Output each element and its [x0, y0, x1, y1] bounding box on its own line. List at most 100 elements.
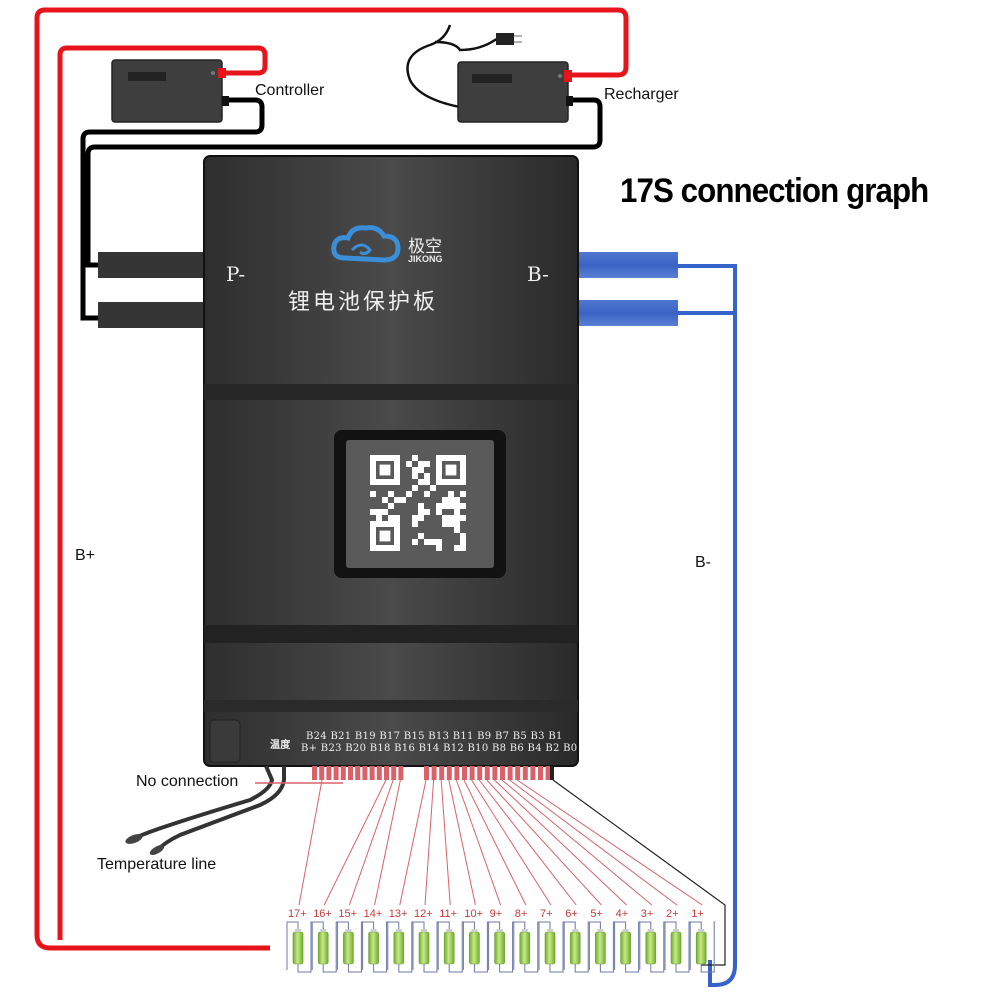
- battery-cell: [311, 921, 338, 973]
- balance-wire: [463, 779, 527, 906]
- balance-wire: [440, 779, 451, 906]
- bms-board: [203, 155, 579, 767]
- recharger-negative-wire: [85, 97, 603, 268]
- balance-pin: [454, 766, 460, 780]
- product-name: 锂电池保护板: [288, 290, 439, 315]
- cell-label: 3+: [640, 908, 654, 920]
- no-connection-label: No connection: [136, 773, 239, 790]
- balance-wire: [399, 779, 427, 906]
- cell-label: 11+: [439, 908, 458, 920]
- cell-label: 7+: [540, 908, 553, 920]
- cell-label: 10+: [464, 908, 484, 920]
- balance-wire: [374, 779, 401, 906]
- balance-wire: [455, 779, 502, 906]
- pin-labels-bottom: B+ B23 B20 B18 B16 B14 B12 B10 B8 B6 B4 …: [301, 743, 578, 754]
- balance-wire: [298, 779, 323, 906]
- qr-code: [370, 455, 466, 551]
- balance-connector: [312, 766, 554, 780]
- balance-pin: [484, 766, 490, 780]
- b0-wire: [552, 779, 726, 966]
- balance-wire: [516, 779, 703, 906]
- b-minus-label: B-: [695, 554, 711, 571]
- controller-label: Controller: [255, 82, 325, 99]
- brand-en: JIKONG: [408, 254, 443, 264]
- balance-wire: [471, 779, 552, 906]
- p-minus-port-label: P-: [226, 262, 246, 286]
- battery-cell: [538, 921, 565, 973]
- balance-pin: [530, 766, 536, 780]
- balance-wires: [298, 779, 726, 966]
- balance-pin: [312, 766, 317, 780]
- balance-pin: [398, 766, 404, 780]
- balance-pin: [431, 766, 437, 780]
- cell-label: 6+: [565, 908, 578, 920]
- controller-positive-wire: [57, 45, 268, 940]
- balance-pin: [522, 766, 528, 780]
- balance-wire: [494, 779, 627, 906]
- controller-negative-wire: [80, 97, 265, 321]
- b-minus-port-label: B-: [527, 262, 549, 286]
- balance-pin: [538, 766, 543, 780]
- battery-cell: [614, 921, 640, 973]
- battery-cell: [639, 921, 665, 973]
- pin-labels-top: B24 B21 B19 B17 B15 B13 B11 B9 B7 B5 B3 …: [306, 731, 563, 742]
- balance-pin: [369, 766, 375, 780]
- recharger-positive-wire: [34, 7, 629, 78]
- balance-pin: [340, 766, 346, 780]
- balance-wire: [323, 779, 387, 906]
- cell-label: 9+: [489, 908, 503, 920]
- temp-label: 温度: [270, 740, 291, 751]
- balance-pin: [515, 766, 521, 780]
- balance-pin: [462, 766, 467, 780]
- battery-cell: [462, 921, 489, 973]
- balance-pin: [545, 766, 551, 780]
- balance-wire: [348, 779, 394, 906]
- battery-cell: [513, 921, 539, 973]
- battery-cell: [362, 921, 388, 973]
- temperature-probe: [125, 765, 286, 856]
- battery-cell: [336, 921, 363, 973]
- battery-cell: [387, 921, 413, 973]
- balance-pin: [507, 766, 513, 780]
- balance-wire: [509, 779, 678, 906]
- battery-cell: [437, 921, 464, 973]
- cell-label: 2+: [666, 908, 679, 920]
- balance-pin: [391, 766, 397, 780]
- recharger-label: Recharger: [604, 86, 679, 103]
- balance-pin: [439, 766, 445, 780]
- cell-label: 17+: [288, 908, 307, 920]
- balance-pin: [333, 766, 339, 780]
- balance-pin: [384, 766, 389, 780]
- b0-pin: [550, 766, 554, 780]
- b-plus-wire: [34, 18, 270, 951]
- balance-wire: [501, 779, 653, 906]
- p-minus-cable-1: [98, 252, 206, 278]
- b-plus-label: B+: [75, 547, 96, 564]
- p-minus-cable-2: [98, 302, 206, 328]
- b-minus-wire: [678, 264, 737, 987]
- battery-cell: [286, 921, 313, 973]
- cell-label: 8+: [514, 908, 528, 920]
- balance-pin: [500, 766, 505, 780]
- cell-label: 14+: [363, 908, 383, 920]
- battery-cell: [488, 921, 514, 973]
- brand-cn: 极空: [408, 237, 442, 257]
- balance-wire: [424, 779, 435, 906]
- battery-cell: [563, 921, 590, 973]
- cell-label: 15+: [338, 908, 358, 920]
- controller-device: [111, 59, 229, 123]
- temperature-line-label: Temperature line: [97, 856, 217, 873]
- battery-cells: [286, 921, 716, 973]
- battery-cell: [689, 921, 716, 973]
- cell-label: 4+: [615, 908, 629, 920]
- b-minus-cable-1: [578, 252, 678, 278]
- cell-label: 16+: [313, 908, 332, 920]
- recharger-device: [406, 24, 573, 123]
- cell-label: 5+: [590, 908, 603, 920]
- balance-pin: [376, 766, 382, 780]
- battery-cell: [664, 921, 691, 973]
- cell-label: 1+: [691, 908, 704, 920]
- balance-pin: [348, 766, 353, 780]
- balance-pin: [492, 766, 498, 780]
